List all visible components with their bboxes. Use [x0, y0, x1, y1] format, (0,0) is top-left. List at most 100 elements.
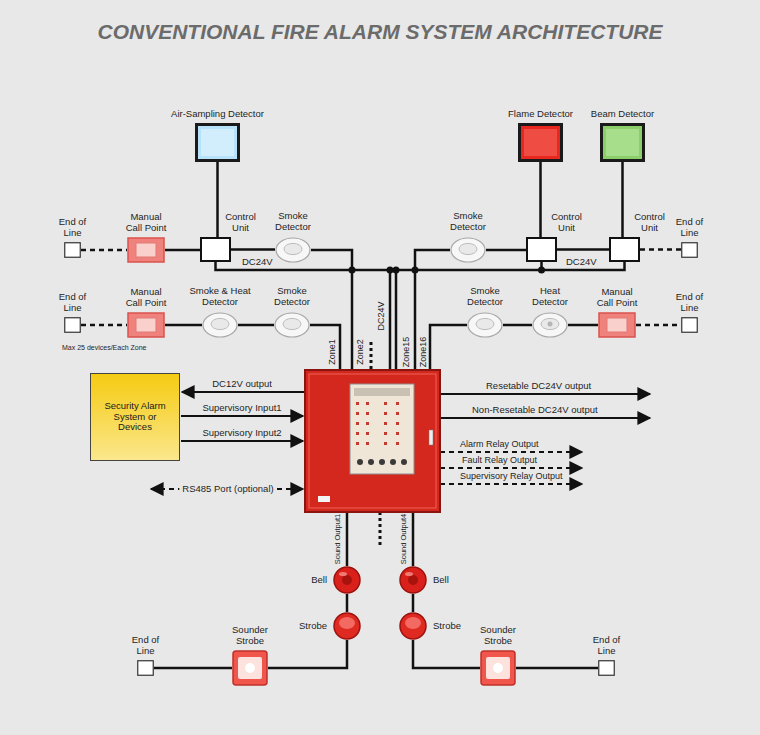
wire [413, 640, 480, 668]
smoke-detector-icon [467, 311, 503, 339]
control-unit: Control Unit [526, 237, 557, 262]
strobe-icon [333, 612, 361, 640]
end-of-line: End of Line [598, 660, 615, 676]
node-label: Air-Sampling Detector [171, 109, 264, 120]
air-sampling-detector: Air-Sampling Detector [195, 123, 240, 162]
signal-label: DC24V [242, 257, 273, 267]
vertical-wire-label: Sound Output4 [400, 514, 408, 564]
node-label: Manual Call Point [122, 212, 170, 234]
dashed-wire [640, 248, 681, 251]
manual-call-point-icon [598, 312, 636, 338]
node-label: Smoke Detector [270, 286, 314, 308]
dashed-wire [81, 324, 127, 327]
node-label: Sounder Strobe [228, 625, 272, 647]
dashed-wire [636, 324, 681, 327]
sounder-strobe-icon [480, 650, 516, 686]
signal-label: Supervisory Input2 [202, 428, 281, 438]
end-of-line: End of Line [681, 317, 698, 333]
bell: Bell [333, 566, 361, 594]
node-label: Bell [433, 575, 449, 586]
sounder-strobe-icon [232, 650, 268, 686]
smoke-detector: Smoke & Heat Detector [202, 311, 238, 339]
wire [165, 324, 202, 327]
wire [216, 162, 219, 237]
air-sampling-detector-icon [195, 123, 240, 162]
wire [412, 594, 415, 612]
signal-label: DC24V [566, 257, 597, 267]
node-label: Control Unit [548, 212, 586, 234]
smoke-detector-icon [274, 311, 310, 339]
end-of-line: End of Line [137, 660, 154, 676]
bell-icon [333, 566, 361, 594]
control-panel [305, 370, 440, 512]
node-label: Sounder Strobe [476, 625, 520, 647]
strobe: Strobe [399, 612, 427, 640]
wire [231, 248, 275, 251]
end-of-line-icon [137, 660, 154, 676]
node-label: End of Line [56, 217, 90, 239]
vertical-wire-label: Zone15 [402, 337, 411, 368]
security-system-box: Security Alarm System or Devices [90, 373, 180, 461]
vertical-wire-label: Sound Output1 [334, 514, 342, 564]
node-label: Security Alarm System or Devices [97, 401, 173, 434]
signal-label: Max 25 devices/Each Zone [62, 344, 146, 351]
end-of-line: End of Line [64, 317, 81, 333]
node-label: Strobe [433, 621, 461, 632]
smoke-detector-icon [450, 236, 486, 264]
signal-label: Resetable DC24V output [486, 381, 591, 391]
wire [268, 640, 347, 668]
diagram-title: CONVENTIONAL FIRE ALARM SYSTEM ARCHITECT… [0, 20, 760, 44]
manual-call-point: Manual Call Point [127, 312, 165, 338]
node-label: Flame Detector [508, 109, 573, 120]
manual-call-point: Manual Call Point [127, 237, 165, 263]
beam-detector-icon [600, 123, 645, 162]
wire [486, 249, 526, 252]
end-of-line-icon [681, 317, 698, 333]
smoke-detector: Smoke Detector [450, 236, 486, 264]
node-label: Smoke Detector [446, 211, 490, 233]
signal-label: DC12V output [212, 379, 272, 389]
wire [154, 667, 232, 670]
wire [557, 248, 609, 251]
end-of-line-icon [598, 660, 615, 676]
control-unit-icon [200, 237, 231, 262]
smoke-detector: Smoke Detector [274, 311, 310, 339]
wire [621, 162, 624, 237]
flame-detector-icon [518, 123, 563, 162]
wire [346, 594, 349, 612]
smoke-detector: Smoke Detector [467, 311, 503, 339]
node-label: End of Line [673, 217, 707, 239]
signal-label: Non-Resetable DC24V output [472, 405, 598, 415]
control-unit: Control Unit [609, 237, 640, 262]
manual-call-point: Manual Call Point [598, 312, 636, 338]
end-of-line: End of Line [681, 242, 698, 258]
sounder-strobe: Sounder Strobe [232, 650, 268, 686]
node-label: Heat Detector [528, 286, 572, 308]
vertical-wire-label: Zone2 [356, 339, 365, 365]
node-label: Control Unit [222, 212, 260, 234]
bell: Bell [399, 566, 427, 594]
node-label: Bell [311, 575, 327, 586]
signal-label: Fault Relay Output [462, 456, 537, 465]
node-label: Beam Detector [591, 109, 654, 120]
node-label: Smoke Detector [271, 211, 315, 233]
beam-detector: Beam Detector [600, 123, 645, 162]
smoke-detector: Smoke Detector [275, 236, 311, 264]
node-label: Smoke & Heat Detector [187, 286, 253, 308]
wire [503, 324, 532, 327]
manual-call-point-icon [127, 237, 165, 263]
control-unit-icon [609, 237, 640, 262]
signal-label: Supervisory Input1 [202, 403, 281, 413]
heat-detector: Heat Detector [532, 311, 568, 339]
strobe-icon [399, 612, 427, 640]
wire [165, 249, 200, 252]
vertical-wire-label: Zone16 [419, 337, 428, 368]
end-of-line-icon [64, 242, 81, 258]
node-label: Manual Call Point [122, 287, 170, 309]
smoke-detector-icon [202, 311, 238, 339]
signal-label: Supervisory Relay Output [460, 472, 563, 481]
bell-icon [399, 566, 427, 594]
sounder-strobe: Sounder Strobe [480, 650, 516, 686]
control-unit: Control Unit [200, 237, 231, 262]
